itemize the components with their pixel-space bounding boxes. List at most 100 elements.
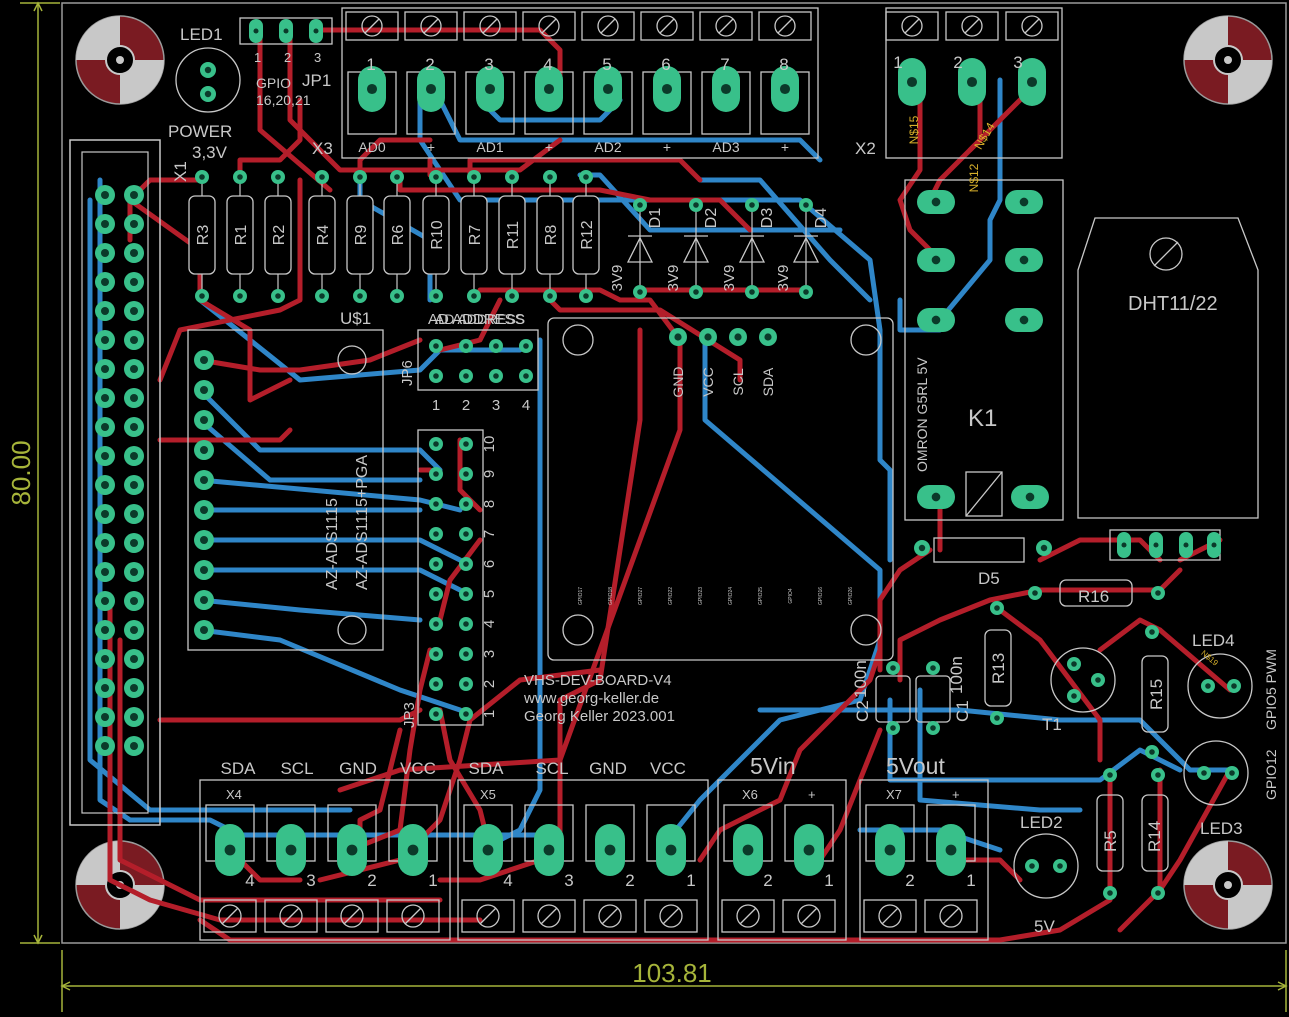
resistor [498,177,526,296]
x3-signal-label: + [663,139,671,155]
jp3-pin-number: 6 [481,560,498,568]
x5-pin-number: 3 [564,871,573,890]
net-label: N$12 [967,163,981,192]
x6-pin-number: 1 [824,871,833,890]
resistor [264,177,292,296]
r15-label: R15 [1147,679,1166,710]
resistor-label: R4 [315,225,332,246]
bus-label: GND [339,759,377,778]
x3-pin-number: 7 [720,55,729,74]
r13-outline [984,629,1012,707]
led3-label: LED3 [1200,819,1243,838]
x4-pin-number: 4 [245,871,254,890]
oled-screw-4 [850,614,882,646]
board-author: Georg Keller 2023.001 [524,708,675,725]
diode-voltage: 3V9 [665,265,682,292]
ads-screw-1 [337,345,367,375]
resistor-label: R3 [195,225,212,246]
bus-label: SDA [221,759,257,778]
x3-signal-label: AD2 [594,139,621,155]
jp3-pin-number: 5 [481,590,498,598]
zener-diode [792,205,820,292]
x1-label: X1 [171,161,190,182]
resistor-label: R2 [271,225,288,246]
x4-pin-number: 2 [367,871,376,890]
zener-diode [682,205,710,292]
v5-label: 5V [1034,917,1055,936]
x3-signal-label: + [781,139,789,155]
jp6-label: JP6 [399,360,416,386]
t1-label: T1 [1042,715,1062,734]
dimension-lines [20,1,1288,1012]
r13-label: R13 [989,653,1008,684]
oled-gpio-label: GPIO18 [608,587,614,605]
oled-screw-3 [562,614,594,646]
resistor [383,177,411,296]
resistor [188,177,216,296]
x3-signal-label: AD3 [712,139,739,155]
x4-label: X4 [226,787,242,802]
led2-outline [1013,833,1079,899]
c2-value: 100n [851,660,870,698]
resistor-label: R6 [390,225,407,246]
led4-label: LED4 [1192,631,1235,650]
led1-label: LED1 [180,25,223,44]
resistor [572,177,600,296]
x7-plus: + [952,787,960,802]
resistor-label: R8 [543,225,560,246]
x3-signal-label: AD1 [476,139,503,155]
jp6-title: AD ADDRESS [435,311,525,327]
bus-label: VCC [650,759,686,778]
mounting-hole [1183,15,1273,105]
d5-outline [933,537,1025,563]
x3-pin-number: 1 [366,55,375,74]
x5-pin-number: 2 [625,871,634,890]
bus-label: SDA [469,759,505,778]
ads-label-2: AZ-ADS1115+PGA [354,455,371,590]
oled-gpio-label: GPIO23 [698,587,704,605]
oled-pin-label: VCC [700,367,716,397]
r16-label: R16 [1078,587,1109,606]
jp3-pin-number: 1 [481,710,498,718]
silkscreen-labels: LED1 POWER 3,3V GPIO 16,20,21 JP1 1 2 3 … [168,25,1279,936]
jp6-pin-number: 3 [492,397,500,414]
x7-pin-number: 2 [905,871,914,890]
relay-type-label: OMRON G5RL 5V [914,357,930,472]
x3-pin-number: 3 [484,55,493,74]
gpio-pins-label: 16,20,21 [256,92,311,108]
diode-voltage: 3V9 [721,265,738,292]
x7 [859,779,989,941]
r15-outline [1141,655,1169,733]
board-title: VHS-DEV-BOARD-V4 [524,672,672,689]
jp1-pin-3: 3 [314,50,321,65]
jp6-pin-number: 4 [522,397,530,414]
r5-label: R5 [1101,830,1120,852]
x4 [199,779,451,941]
bus-label: SCL [535,759,568,778]
v5in-label: 5Vin [750,753,796,779]
x2-label: X2 [855,139,876,158]
x4-pin-number: 1 [428,871,437,890]
resistor-label: R10 [429,220,446,249]
jp3-pin-number: 3 [481,650,498,658]
x3-signal-label: AD0 [358,139,385,155]
v33-label: 3,3V [192,143,228,162]
dht-outline [1077,217,1259,519]
x6-pin-number: 2 [763,871,772,890]
resistor-label: R1 [233,225,250,246]
jp3-pin-number: 10 [481,436,498,453]
x3-pin-number: 4 [543,55,552,74]
jp3-pin-number: 7 [481,530,498,538]
width-dimension: 103.81 [632,958,712,988]
d5-label: D5 [978,569,1000,588]
top-copper-traces [107,27,1233,943]
us1-label: U$1 [340,309,371,328]
gpio12-label: GPIO12 [1263,749,1279,800]
dht-label: DHT11/22 [1128,293,1218,315]
zener-diode [626,205,654,292]
jp3-pin-number: 2 [481,680,498,688]
ads1115-outline [187,329,384,651]
x6-plus: + [808,787,816,802]
c1-label: C1 [953,700,972,722]
